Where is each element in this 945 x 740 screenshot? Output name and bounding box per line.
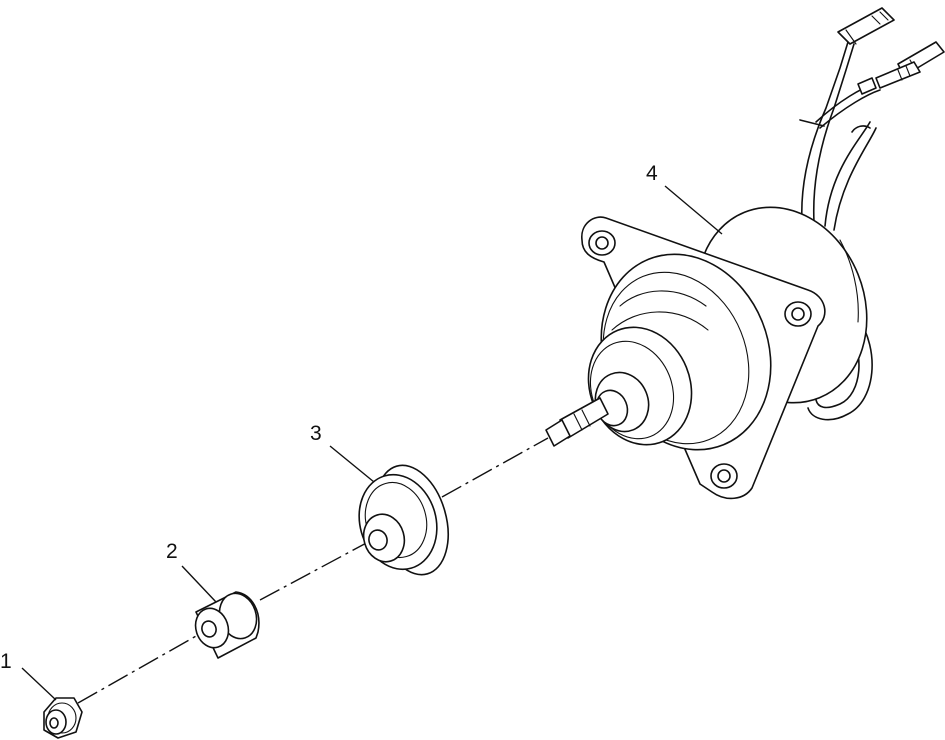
callout-3: 3 — [310, 422, 322, 445]
part-4-motor — [545, 7, 945, 500]
part-2-spacer — [194, 591, 260, 659]
callout-1: 1 — [0, 650, 12, 673]
motor-wires — [799, 7, 945, 421]
callout-4: 4 — [646, 162, 658, 185]
callout-2: 2 — [166, 540, 178, 563]
part-1-nut — [43, 697, 83, 739]
leader-lines — [21, 185, 723, 701]
assembly-axis — [77, 437, 549, 704]
part-3-grommet — [358, 464, 449, 576]
